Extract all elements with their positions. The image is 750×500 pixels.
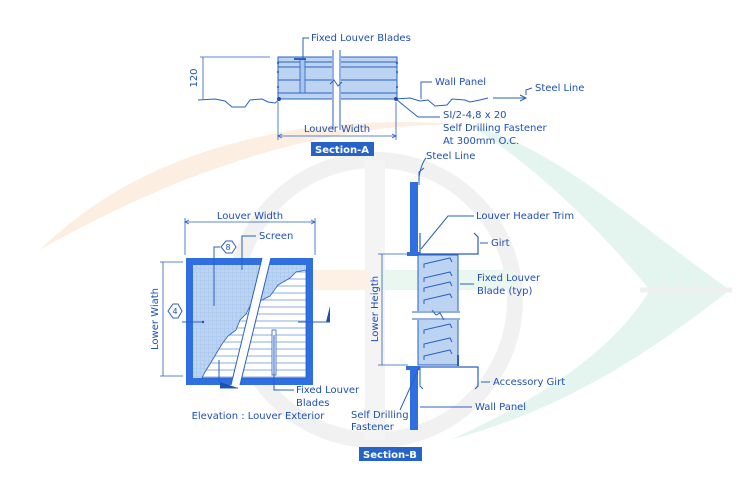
label-screen: Screen	[259, 231, 293, 242]
tag-4: 4	[172, 307, 177, 316]
label-fastener-b-1: Self Drilling	[351, 410, 409, 421]
wall-panel-profile-right	[395, 97, 489, 107]
label-louver-height-elev: Lower Wiath	[150, 288, 161, 350]
label-fixed-louver-blades-a: Fixed Louver Blades	[311, 33, 411, 44]
label-steel-line-a: Steel Line	[535, 83, 584, 94]
louver-body-b	[417, 254, 459, 366]
label-louver-width-a: Louver Width	[304, 124, 370, 135]
tag-8: 8	[225, 243, 230, 252]
dim-120: 120	[189, 68, 200, 87]
girt-upper	[419, 232, 479, 255]
label-girt: Girt	[491, 238, 510, 249]
label-fixed-blade-b-1: Fixed Louver	[477, 273, 541, 284]
section-a: 120 Louver Width Fixed Louver Blades Wal…	[189, 33, 584, 156]
label-fastener-b-2: Fastener	[351, 422, 395, 433]
label-fastener-type: Self Drilling Fastener	[443, 123, 548, 134]
label-fixed-louver-elev-2: Blades	[296, 398, 329, 409]
elevation-caption: Elevation : Louver Exterior	[192, 411, 326, 422]
elevation-view: Louver Width Lower Wiath 8 Screen 4	[150, 211, 360, 422]
louver-blades-b	[423, 257, 453, 360]
section-b-badge	[359, 447, 422, 461]
accessory-girt	[420, 366, 479, 390]
label-louver-width-elev: Louver Width	[217, 211, 283, 222]
label-header-trim: Louver Header Trim	[476, 211, 574, 222]
label-louver-height-b: Lower Heigth	[370, 276, 381, 342]
upper-wall-panel	[410, 182, 418, 252]
label-wall-panel-a: Wall Panel	[435, 77, 486, 88]
section-a-badge-text: Section-A	[315, 145, 369, 156]
lower-wall-panel	[410, 368, 418, 430]
label-fastener-spacing: At 300mm O.C.	[443, 136, 519, 147]
section-b-badge-text: Section-B	[363, 450, 417, 461]
wall-panel-profile-left	[197, 98, 281, 108]
watermark-orange-swoosh	[40, 121, 470, 250]
section-a-badge	[311, 142, 374, 156]
break-line	[231, 258, 271, 385]
label-fixed-louver-elev-1: Fixed Louver	[296, 385, 360, 396]
label-steel-line-b: Steel Line	[426, 151, 475, 162]
label-wall-panel-b: Wall Panel	[475, 402, 526, 413]
label-accessory-girt: Accessory Girt	[493, 377, 565, 388]
tag-8-icon	[220, 240, 237, 254]
label-fixed-blade-b-2: Blade (typ)	[477, 286, 533, 297]
section-b: Steel Line Girt Louver Header Trim	[351, 151, 574, 461]
watermark-arrow-tail	[640, 280, 732, 300]
watermark-green-chevron	[450, 125, 730, 440]
tag-4-icon	[167, 303, 183, 319]
label-fastener-spec: SI/2-4,8 x 20	[443, 110, 507, 121]
watermark-logo	[40, 121, 732, 448]
